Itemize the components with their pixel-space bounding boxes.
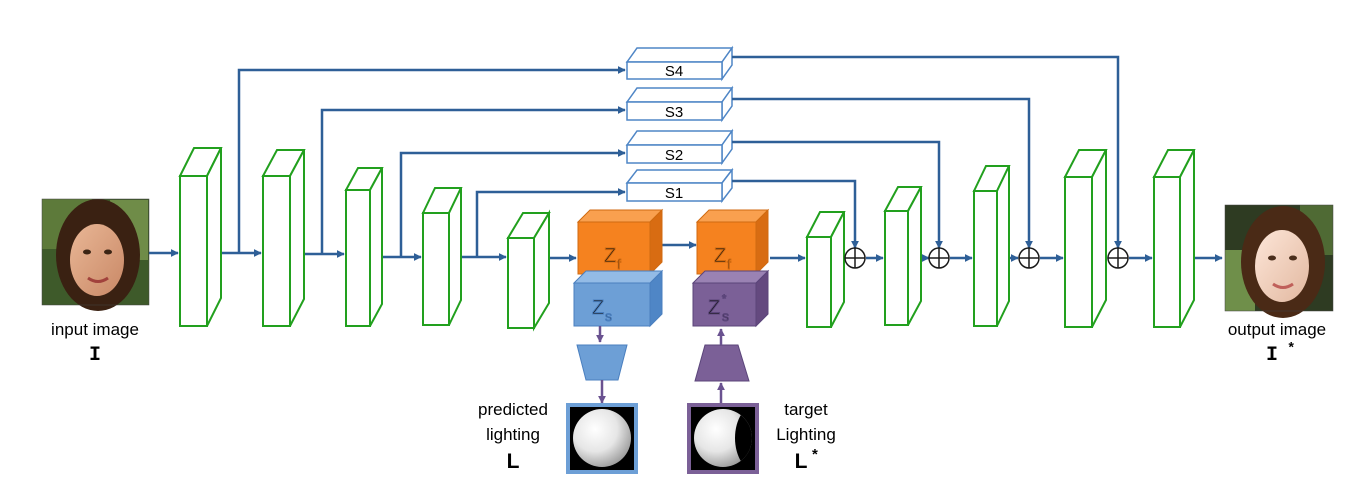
target-line1: target [784, 400, 828, 419]
zs-cube-right: Z * s [691, 269, 770, 328]
skip-label-s2: S2 [665, 147, 683, 164]
decoder-layers [805, 149, 1196, 328]
arrow-enc-s4 [237, 66, 626, 253]
input-face-photo [41, 198, 150, 311]
encoder-layer-4 [421, 187, 463, 326]
sphere-target-icon [687, 403, 759, 474]
output-symbol: I [1266, 344, 1278, 367]
arrow-s2-sum [732, 140, 943, 249]
output-symbol-star: * [1287, 341, 1295, 357]
zf-left-label: Z [604, 245, 616, 267]
decoder-layer-4 [1063, 149, 1108, 328]
main-flow-arrows [149, 241, 1223, 262]
target-symbol-star: * [812, 446, 818, 463]
target-line2: Lighting [776, 425, 836, 444]
skip-box-s1: S1 [625, 167, 734, 204]
sum-icon [928, 247, 950, 269]
arrow-enc-s1 [475, 188, 626, 257]
skip-box-s2: S2 [625, 128, 734, 166]
output-caption: output image [1228, 320, 1326, 339]
zs-left-sub: s [605, 308, 612, 324]
zs-right-sub: s [722, 308, 729, 324]
skip-label-s4: S4 [665, 63, 683, 80]
sum-icon [1018, 247, 1040, 269]
decoder-layer-5 [1152, 149, 1196, 328]
zf-left-sub: f [617, 256, 621, 272]
predicted-line2: lighting [486, 425, 540, 444]
arrow-enc-s3 [320, 106, 626, 253]
encoder-layer-2 [261, 149, 306, 327]
encoder-layer-5 [506, 209, 551, 332]
predicted-symbol: L [507, 450, 520, 473]
arrow-s1-sum [732, 179, 859, 249]
input-symbol: I [89, 344, 101, 367]
sphere-predicted-icon [566, 403, 638, 474]
skip-label-s1: S1 [665, 185, 683, 202]
zf-cube-right: Z f [695, 208, 770, 276]
arrow-enc-s2 [399, 149, 626, 257]
zs-cube-left: Z s [572, 269, 664, 328]
skip-box-s4: S4 [625, 45, 734, 82]
zf-cube-left: Z f [576, 208, 664, 276]
skip-arrows [237, 55, 1122, 257]
decoder-layer-3 [972, 165, 1011, 327]
sum-nodes [844, 247, 1129, 269]
skip-label-s3: S3 [665, 104, 683, 121]
skip-box-s3: S3 [625, 85, 734, 123]
decoder-layer-1 [805, 211, 846, 328]
lighting-encoder-trapezoid [576, 344, 628, 381]
zf-right-sub: f [727, 256, 731, 272]
encoder-layer-1 [178, 147, 223, 327]
zs-right-sup: * [722, 293, 727, 305]
zf-right-label: Z [714, 245, 726, 267]
sum-icon [1107, 247, 1129, 269]
output-face-photo [1224, 204, 1334, 318]
encoder-layers [178, 147, 551, 332]
arrow-s4-sum [732, 55, 1122, 249]
zs-left-label: Z [592, 297, 604, 319]
target-symbol: L [795, 450, 808, 473]
sum-icon [844, 247, 866, 269]
zs-right-label: Z [708, 297, 720, 319]
encoder-layer-3 [344, 167, 384, 327]
predicted-line1: predicted [478, 400, 548, 419]
decoder-layer-2 [883, 186, 923, 326]
input-caption: input image [51, 320, 139, 339]
arrow-s3-sum [732, 97, 1033, 249]
lighting-decoder-trapezoid [694, 344, 750, 382]
